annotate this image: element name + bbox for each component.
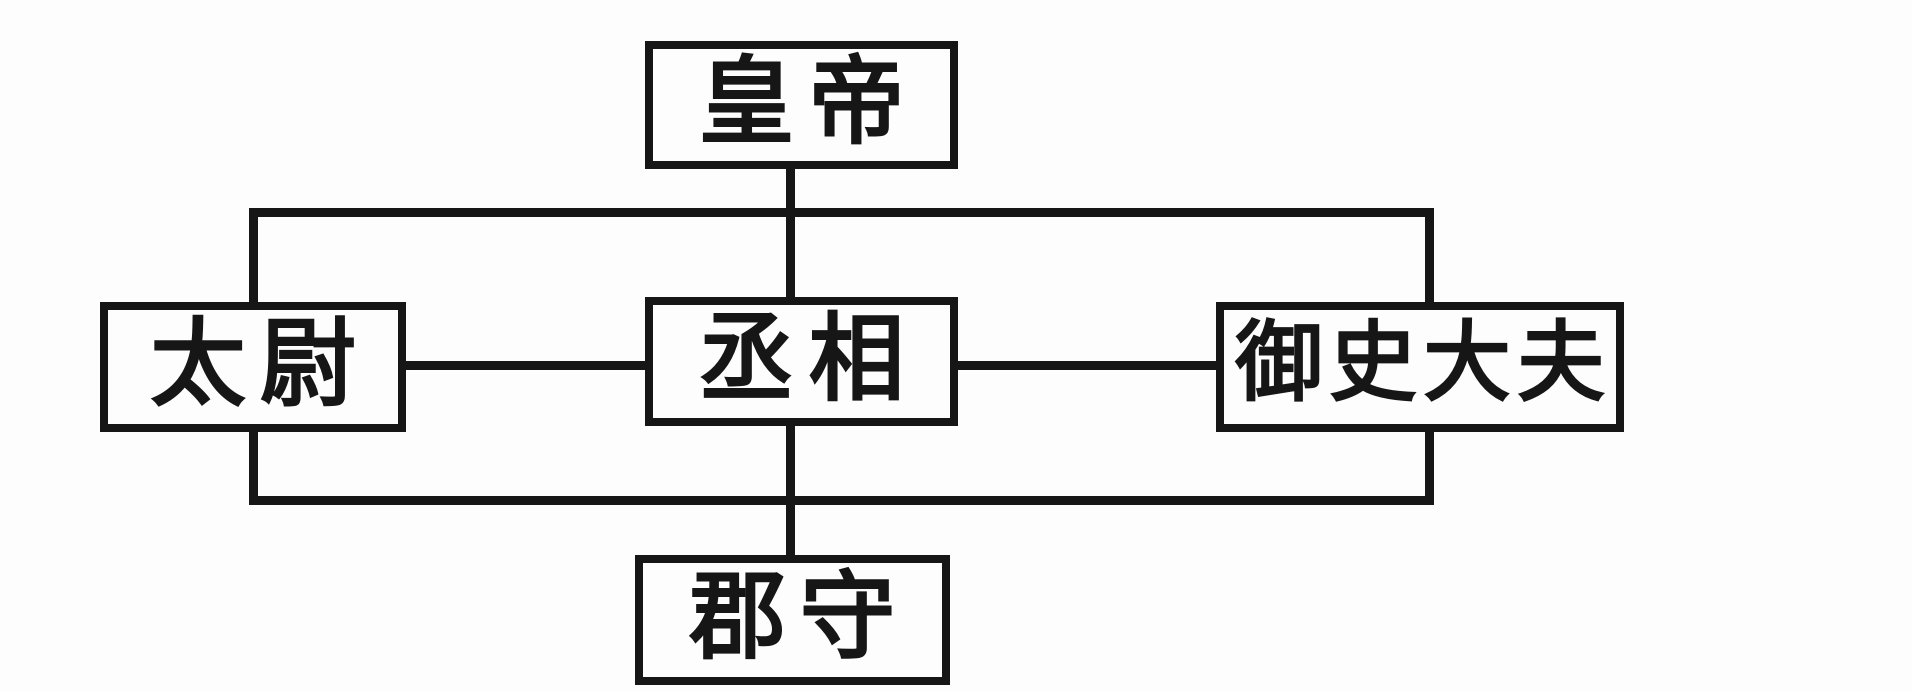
edge-taiwei-to-lower-rail — [249, 429, 258, 501]
node-emperor: 皇帝 — [645, 41, 958, 169]
node-chengxiang-label: 丞相 — [698, 305, 919, 413]
node-chengxiang: 丞相 — [645, 297, 958, 426]
edge-emperor-to-upper-rail — [786, 165, 795, 301]
edge-yushidafu-to-lower-rail — [1425, 429, 1434, 501]
edge-upper-rail-to-yushidafu — [1425, 210, 1434, 306]
node-taiwei-label: 太尉 — [150, 311, 370, 418]
edge-chengxiang-yushidafu — [953, 361, 1221, 370]
node-taiwei: 太尉 — [100, 302, 406, 432]
node-junshou: 郡守 — [635, 555, 950, 685]
edge-upper-rail — [249, 208, 1434, 217]
node-yushidafu-label: 御史大夫 — [1234, 316, 1611, 413]
edge-lower-rail — [249, 496, 1434, 505]
edge-taiwei-chengxiang — [402, 361, 650, 370]
node-junshou-label: 郡守 — [689, 564, 910, 671]
node-emperor-label: 皇帝 — [698, 49, 919, 156]
edge-upper-rail-to-taiwei — [249, 210, 258, 306]
node-yushidafu: 御史大夫 — [1216, 302, 1624, 432]
edge-chengxiang-to-junshou — [786, 423, 795, 558]
